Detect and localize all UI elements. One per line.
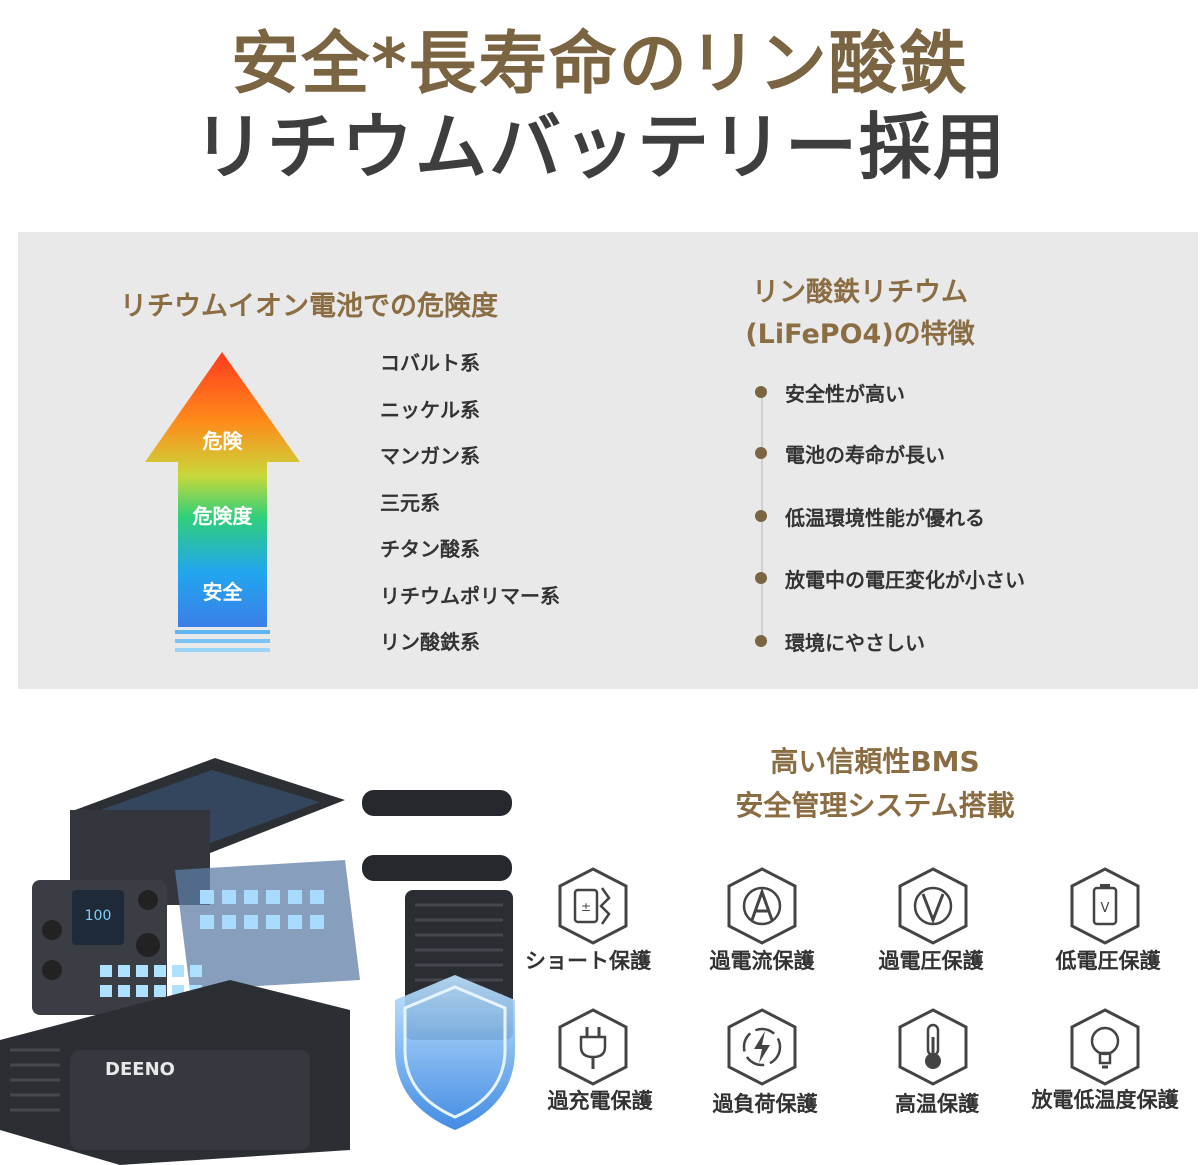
battery-type-ternary: 三元系 bbox=[380, 491, 440, 515]
battery-type-manganese: マンガン系 bbox=[380, 444, 480, 468]
bms-title: 高い信頼性BMS 安全管理システム搭載 bbox=[690, 740, 1060, 828]
screen-value: 100 bbox=[85, 908, 112, 924]
feature-bullet-icon bbox=[755, 635, 767, 647]
svg-text:V: V bbox=[1101, 901, 1110, 916]
battery-type-cobalt: コバルト系 bbox=[380, 351, 480, 375]
feature-item: 放電中の電圧変化が小さい bbox=[785, 568, 1025, 592]
protection-label: 過電流保護 bbox=[709, 949, 815, 973]
svg-text:±: ± bbox=[581, 900, 591, 914]
overcurrent-icon bbox=[727, 867, 797, 945]
protection-label: 過電圧保護 bbox=[878, 949, 984, 973]
bms-title-line-2: 安全管理システム搭載 bbox=[735, 789, 1015, 822]
power-station-image: 100 DEENO bbox=[0, 758, 515, 1165]
protection-label: 過負荷保護 bbox=[712, 1092, 818, 1116]
protection-label: 高温保護 bbox=[895, 1092, 979, 1116]
low-battery-icon: V bbox=[1070, 867, 1140, 945]
headline-line-2: リチウムバッテリー採用 bbox=[192, 105, 1007, 189]
arrow-label-danger: 危険 bbox=[202, 429, 243, 453]
arrow-label-safe: 安全 bbox=[202, 580, 243, 604]
battery-type-polymer: リチウムポリマー系 bbox=[380, 584, 560, 608]
feature-bullet-icon bbox=[755, 386, 767, 398]
overvoltage-icon bbox=[898, 867, 968, 945]
bms-title-line-1: 高い信頼性BMS bbox=[770, 745, 980, 778]
plug-icon bbox=[558, 1008, 628, 1086]
protection-label: 過充電保護 bbox=[547, 1089, 653, 1113]
feature-bullet-icon bbox=[755, 447, 767, 459]
short-circuit-icon: ± bbox=[558, 867, 628, 945]
arrow-label-risk-level: 危険度 bbox=[192, 504, 253, 528]
feature-item: 環境にやさしい bbox=[785, 631, 925, 655]
feature-item: 電池の寿命が長い bbox=[785, 443, 945, 467]
bulb-icon bbox=[1070, 1008, 1140, 1086]
lifepo4-title: リン酸鉄リチウム (LiFePO4)の特徴 bbox=[705, 272, 1015, 356]
feature-bullet-icon bbox=[755, 510, 767, 522]
lightning-icon bbox=[727, 1008, 797, 1086]
battery-type-titanate: チタン酸系 bbox=[380, 537, 480, 561]
feature-item: 低温環境性能が優れる bbox=[785, 506, 985, 530]
lifepo4-title-line-1: リン酸鉄リチウム bbox=[752, 277, 968, 308]
risk-arrow-icon bbox=[145, 352, 300, 652]
protection-label: 放電低温度保護 bbox=[1031, 1088, 1179, 1112]
protection-label: ショート保護 bbox=[525, 949, 651, 973]
headline-line-1: 安全*長寿命のリン酸鉄 bbox=[231, 25, 969, 104]
battery-type-lfp: リン酸鉄系 bbox=[380, 630, 480, 654]
feature-item: 安全性が高い bbox=[785, 382, 905, 406]
protection-label: 低電圧保護 bbox=[1055, 949, 1161, 973]
thermometer-icon bbox=[898, 1008, 968, 1086]
feature-bullet-icon bbox=[755, 572, 767, 584]
battery-type-nickel: ニッケル系 bbox=[380, 398, 480, 422]
lifepo4-title-line-2: (LiFePO4)の特徴 bbox=[745, 319, 975, 350]
risk-title: リチウムイオン電池での危険度 bbox=[120, 291, 498, 322]
brand-logo-text: DEENO bbox=[105, 1059, 175, 1080]
